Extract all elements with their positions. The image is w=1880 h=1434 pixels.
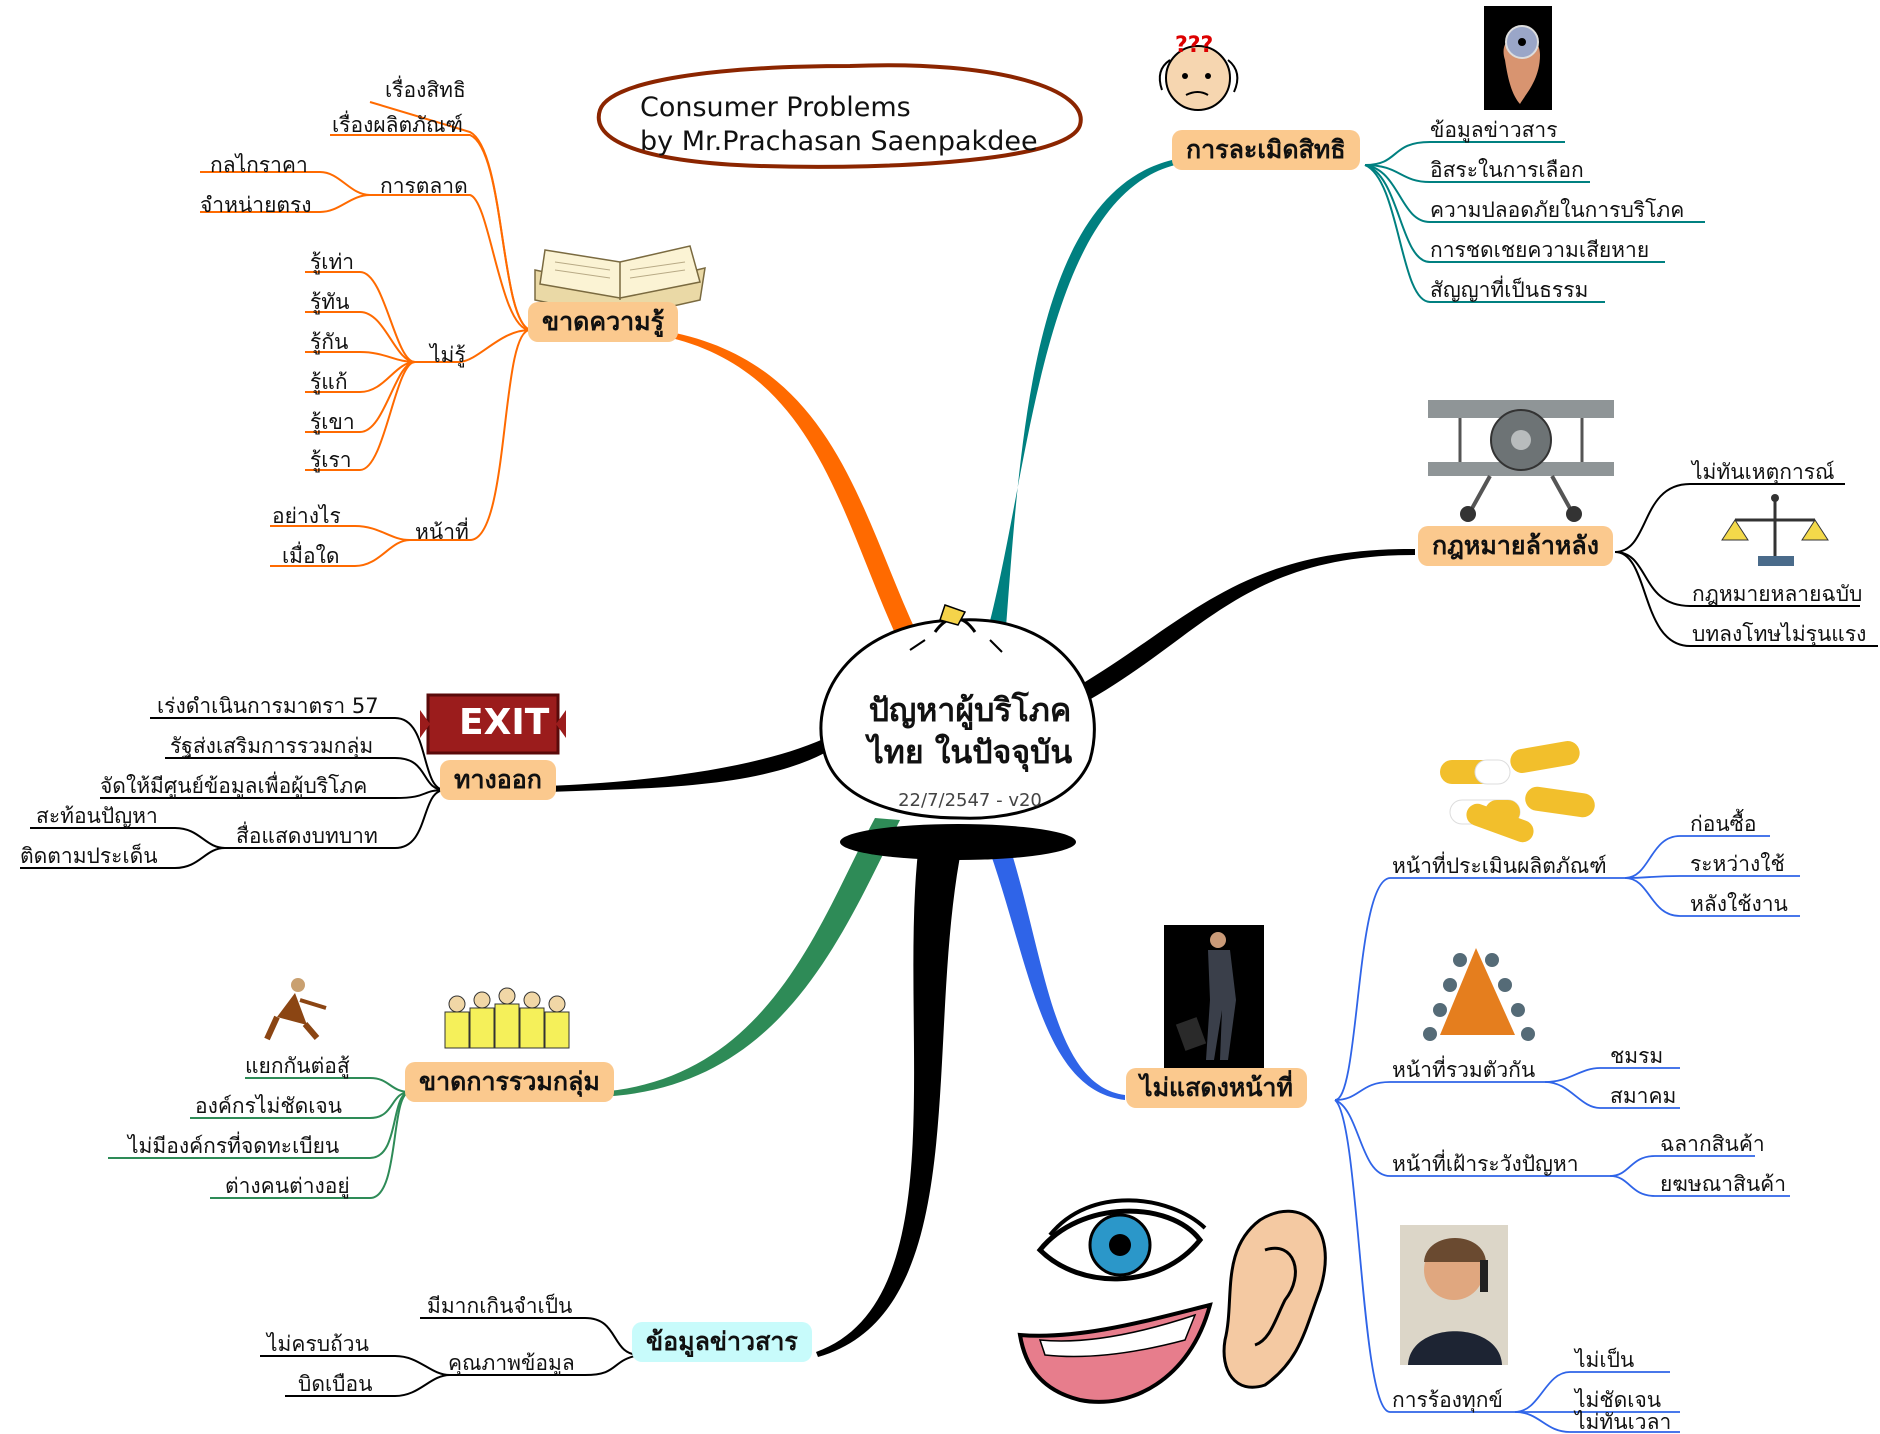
duty-u2: สมาคม	[1610, 1084, 1677, 1108]
svg-text:???: ???	[1175, 33, 1213, 58]
title-line-1: Consumer Problems	[640, 92, 911, 123]
duty-evaluate: หน้าที่ประเมินผลิตภัณฑ์	[1392, 854, 1607, 878]
group-item-2: ไม่มีองค์กรที่จดทะเบียน	[128, 1134, 340, 1158]
businessman-icon	[1164, 925, 1264, 1071]
knowledge-k3: รู้กัน	[310, 330, 349, 354]
info-quality: คุณภาพข้อมูล	[448, 1351, 575, 1375]
title-ellipse	[596, 63, 1083, 169]
center-title-1: ปัญหาผู้บริโภค	[868, 691, 1072, 729]
duty-links	[1334, 835, 1800, 1433]
exit-m1: สะท้อนปัญหา	[36, 804, 158, 828]
rights-item-2: ความปลอดภัยในการบริโภค	[1430, 198, 1685, 222]
branch-law-label[interactable]: กฎหมายล้าหลัง	[1418, 526, 1613, 566]
group-item-3: ต่างคนต่างอยู่	[225, 1174, 350, 1198]
rights-item-3: การชดเชยความเสียหาย	[1430, 238, 1650, 262]
duty-e2: ระหว่างใช้	[1690, 852, 1785, 876]
branch-rights-curve	[985, 160, 1175, 640]
duty-w2: ยฆษณาสินค้า	[1660, 1172, 1787, 1196]
eye-icon	[1036, 1198, 1207, 1282]
knowledge-links	[200, 101, 531, 567]
knowledge-products: เรื่องผลิตภัณฑ์	[332, 113, 463, 137]
law-item-1: กฎหมายหลายฉบับ	[1692, 582, 1863, 606]
branch-rights-label[interactable]: การละเมิดสิทธิ	[1172, 130, 1360, 170]
info-q2: บิดเบือน	[298, 1372, 373, 1396]
duty-c2: ไม่ชัดเจน	[1575, 1388, 1662, 1412]
branch-info-label[interactable]: ข้อมูลข่าวสาร	[632, 1322, 812, 1362]
phone-man-icon	[1400, 1225, 1508, 1365]
info-q1: ไม่ครบถ้วน	[267, 1332, 369, 1356]
duty-unite: หน้าที่รวมตัวกัน	[1392, 1058, 1536, 1082]
knowledge-k1: รู้เท่า	[310, 250, 355, 274]
group-item-1: องค์กรไม่ชัดเจน	[195, 1094, 343, 1118]
law-item-0: ไม่ทันเหตุการณ์	[1692, 460, 1835, 484]
cd-hand-icon	[1484, 6, 1552, 110]
exit-a3: จัดให้มีศูนย์ข้อมูลเพื่อผู้บริโภค	[100, 774, 368, 798]
title-line-2: by Mr.Prachasan Saenpakdee	[640, 126, 1038, 157]
scales-icon	[1721, 494, 1829, 566]
bag-icon	[819, 604, 1096, 860]
branch-exit-label[interactable]: ทางออก	[440, 760, 556, 800]
branch-knowledge-curve	[660, 330, 925, 655]
exit-a2: รัฐส่งเสริมการรวมกลุ่ม	[170, 734, 374, 758]
duty-c1: ไม่เป็น	[1575, 1348, 1635, 1372]
knowledge-k2: รู้ทัน	[310, 290, 350, 314]
branch-duty-curve	[985, 832, 1125, 1100]
exit-media: สื่อแสดงบทบาท	[236, 824, 378, 848]
confused-face-icon: ???	[1158, 33, 1239, 111]
law-links	[1614, 483, 1878, 647]
ear-icon	[1222, 1209, 1327, 1389]
duty-u1: ชมรม	[1610, 1044, 1664, 1068]
knowledge-k6: รู้เรา	[310, 448, 352, 472]
rights-item-0: ข้อมูลข่าวสาร	[1430, 118, 1558, 142]
branch-exit-curve	[548, 735, 832, 792]
mouth-icon	[1017, 1302, 1213, 1404]
knowledge-price: กลไกราคา	[210, 153, 308, 177]
law-item-2: บทลงโทษไม่รุนแรง	[1692, 622, 1867, 646]
info-too-much: มีมากเกินจำเป็น	[427, 1294, 573, 1318]
exit-a1: เร่งดำเนินการมาตรา 57	[157, 694, 379, 718]
airplane-icon	[1428, 400, 1614, 522]
knowledge-how: อย่างไร	[272, 504, 341, 528]
crowd-icon	[444, 987, 570, 1049]
branch-law-curve	[1075, 548, 1415, 705]
duty-complain: การร้องทุกข์	[1392, 1388, 1503, 1412]
center-title-2: ไทย ในปัจจุบัน	[867, 733, 1073, 771]
fighter-icon	[264, 978, 327, 1041]
pills-icon	[1440, 741, 1595, 843]
knowledge-k5: รู้เขา	[310, 410, 355, 434]
rights-item-1: อิสระในการเลือก	[1430, 158, 1584, 182]
duty-e3: หลังใช้งาน	[1690, 892, 1788, 916]
info-links	[260, 1317, 641, 1397]
knowledge-k4: รู้แก้	[310, 370, 348, 394]
branch-info-curve	[816, 832, 965, 1357]
rights-links	[1364, 141, 1705, 303]
duty-c3: ไม่ทันเวลา	[1575, 1410, 1672, 1434]
branch-group-curve	[598, 818, 900, 1097]
branch-knowledge-label[interactable]: ขาดความรู้	[528, 302, 679, 342]
exit-sign-text: EXIT	[459, 702, 550, 743]
knowledge-rights: เรื่องสิทธิ	[385, 78, 466, 102]
rights-item-4: สัญญาที่เป็นธรรม	[1430, 278, 1589, 302]
group-item-0: แยกกันต่อสู้	[245, 1054, 350, 1078]
group-links	[108, 1077, 411, 1199]
knowledge-when: เมื่อใด	[282, 544, 340, 568]
knowledge-notknow: ไม่รู้	[430, 343, 466, 367]
knowledge-direct: จำหน่ายตรง	[200, 193, 312, 217]
meeting-table-icon	[1423, 948, 1535, 1041]
branch-group-label[interactable]: ขาดการรวมกลุ่ม	[405, 1062, 614, 1102]
knowledge-marketing: การตลาด	[380, 174, 468, 198]
exit-sign-icon	[420, 693, 566, 755]
duty-watch: หน้าที่เฝ้าระวังปัญหา	[1392, 1152, 1579, 1176]
duty-e1: ก่อนซื้อ	[1690, 812, 1757, 836]
exit-m2: ติดตามประเด็น	[20, 844, 158, 868]
center-version: 22/7/2547 - v20	[898, 790, 1042, 811]
knowledge-duty: หน้าที่	[415, 520, 469, 544]
exit-links	[20, 717, 446, 869]
duty-w1: ฉลากสินค้า	[1660, 1132, 1765, 1156]
branch-duty-label[interactable]: ไม่แสดงหน้าที่	[1126, 1068, 1307, 1108]
